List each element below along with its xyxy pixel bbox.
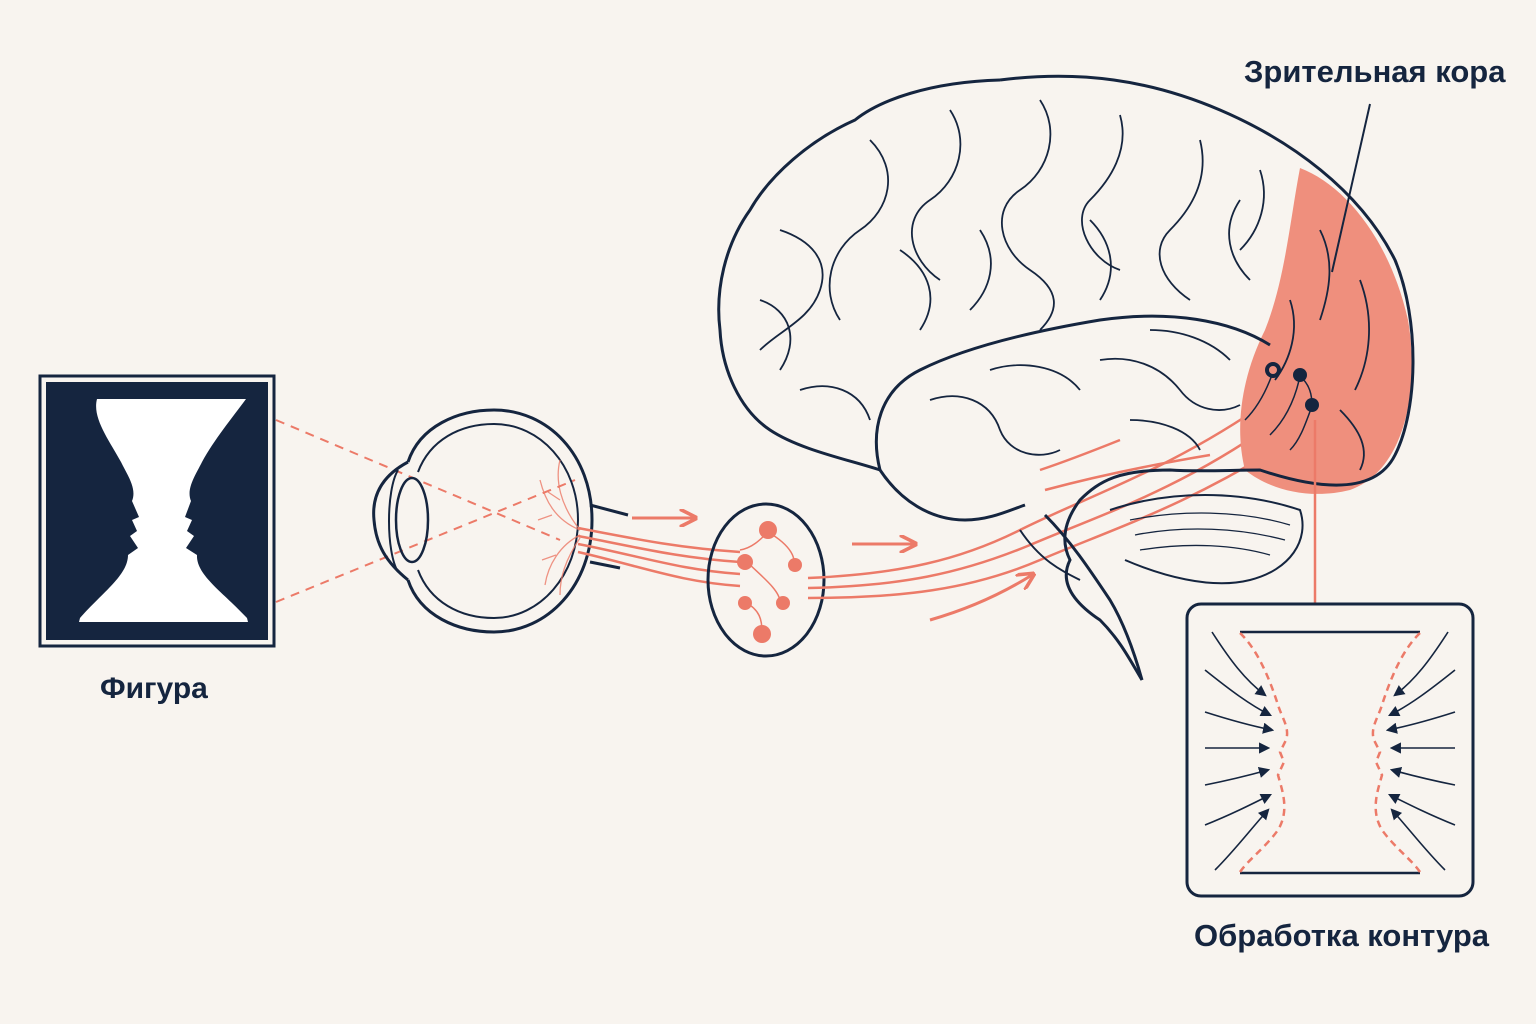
- cortex-neurons: [1244, 362, 1319, 451]
- optic-radiation: [807, 398, 1291, 600]
- retina-vessels: [537, 459, 581, 596]
- lens: [394, 476, 430, 564]
- optic-nerve: [577, 526, 741, 588]
- brain-gyri: [759, 99, 1370, 471]
- cerebellum: [1109, 494, 1304, 585]
- brainstem: [1043, 513, 1144, 681]
- figure-label: Фигура: [100, 672, 208, 705]
- optic-nerve-sheath: [589, 503, 629, 570]
- light-rays: [275, 419, 576, 603]
- inward-arrows-left: [1204, 631, 1275, 871]
- signal-arrows: [632, 518, 1032, 622]
- left-contour-dashed: [1238, 632, 1289, 873]
- vase-shape: [79, 399, 248, 622]
- cornea: [372, 460, 409, 582]
- rubin-vase-figure: [38, 374, 276, 648]
- contour-processing-panel: [1185, 602, 1475, 898]
- eye: [372, 408, 629, 634]
- brain-outline: [999, 74, 1415, 681]
- visual-cortex-label: Зрительная кора: [1244, 54, 1506, 89]
- cortex-pointer-line: [1331, 103, 1371, 273]
- visual-cortex-region: [1240, 168, 1412, 494]
- inward-arrows-right: [1385, 631, 1456, 871]
- contour-processing-label: Обработка контура: [1194, 918, 1490, 953]
- right-contour-dashed: [1371, 632, 1422, 873]
- lgn-relay: [706, 502, 826, 658]
- brain: [717, 74, 1415, 681]
